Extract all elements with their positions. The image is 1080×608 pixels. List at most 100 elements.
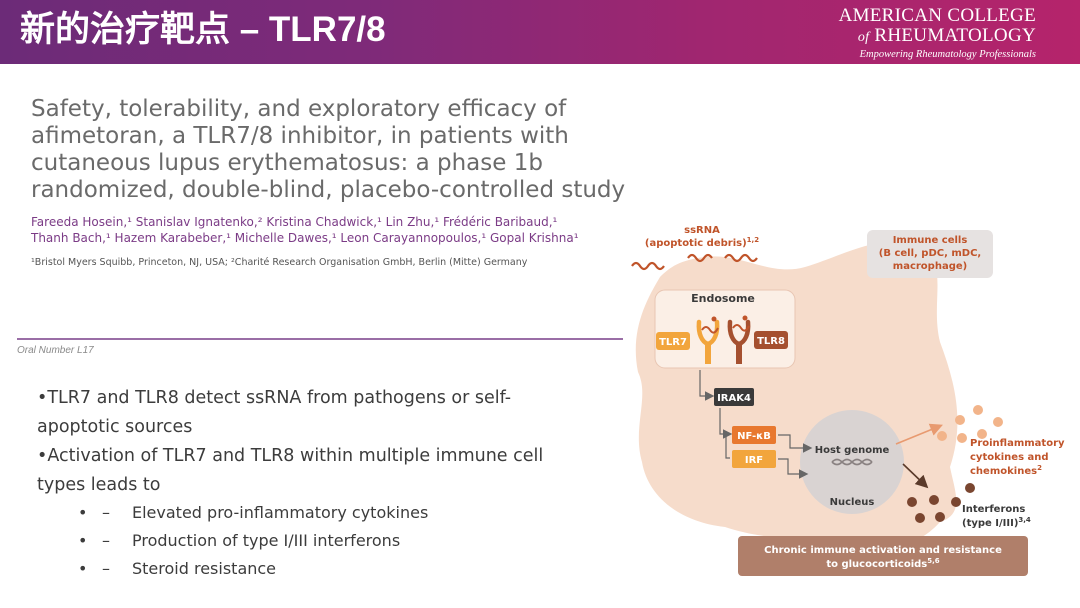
logo-of: of (857, 30, 870, 45)
sub-bullet: •– Elevated pro-inflammatory cytokines (78, 503, 428, 522)
bullet-list: •TLR7 and TLR8 detect ssRNA from pathoge… (37, 384, 597, 500)
arrow-nfkb-to-irf (725, 436, 730, 459)
proinflammatory-sup: 2 (1037, 464, 1042, 472)
tlr8-ligand-icon (732, 324, 750, 332)
tlr7-label: TLR7 (659, 337, 687, 348)
bullet-1-line-2: apoptotic sources (37, 417, 193, 437)
sub-bullet-text: Elevated pro-inflammatory cytokines (132, 503, 429, 522)
sub-bullet-dash: – (102, 531, 110, 550)
cytokine-dot (937, 431, 947, 441)
paper-authors: Fareeda Hosein,¹ Stanislav Ignatenko,² K… (31, 214, 631, 246)
ssrna-label: ssRNA (684, 225, 720, 236)
ssrna-strand-icon (687, 253, 713, 263)
bullet-1-line-1: •TLR7 and TLR8 detect ssRNA from pathoge… (37, 388, 512, 408)
immune-cells-box (867, 230, 993, 278)
tlr7-ligand-icon (701, 326, 719, 334)
tlr8-ligand-dot (742, 315, 748, 321)
paper-title-line: cutaneous lupus erythematosus: a phase 1… (31, 150, 543, 176)
tlr8-label: TLR8 (757, 336, 785, 347)
bullet-2-line-2: types leads to (37, 475, 161, 495)
sub-bullet: •– Steroid resistance (78, 559, 276, 578)
sub-bullet: •– Production of type I/III interferons (78, 531, 400, 550)
irak4-box (714, 388, 754, 406)
header-bar: 新的治疗靶点 – TLR7/8 AMERICAN COLLEGE of RHEU… (0, 0, 1080, 64)
oral-number: Oral Number L17 (17, 345, 94, 356)
interferon-dot (965, 483, 975, 493)
chronic-activation-label: Chronic immune activation and resistance (764, 545, 1002, 556)
proinflammatory-label-3: chemokines2 (970, 464, 1042, 477)
interferon-dot (907, 497, 917, 507)
proinflammatory-label-2: cytokines and (970, 452, 1049, 463)
slide-title: 新的治疗靶点 – TLR7/8 (20, 10, 386, 49)
tlr-pathway-diagram: Endosome ssRNA (apoptotic debris)1,2 Imm… (631, 225, 1065, 576)
proinflammatory-label: Proinflammatory (970, 438, 1065, 449)
chronic-activation-label-2: to glucocorticoids5,6 (826, 557, 939, 570)
endosome-label: Endosome (691, 292, 755, 305)
paper-title: Safety, tolerability, and exploratory ef… (31, 96, 631, 204)
sub-bullet-dot: • (78, 503, 88, 522)
tlr8-label-box (754, 331, 788, 349)
sub-bullet-dash: – (102, 503, 110, 522)
host-genome-label: Host genome (815, 445, 890, 456)
immune-cells-subtitle: (B cell, pDC, mDC, (879, 248, 981, 259)
ssrna-label-2: (apoptotic debris)1,2 (645, 236, 759, 249)
cytokine-dot (977, 429, 987, 439)
paper-title-line: Safety, tolerability, and exploratory ef… (31, 96, 567, 122)
ssrna-sup: 1,2 (747, 236, 760, 244)
sub-bullet-dot: • (78, 559, 88, 578)
sub-bullet-text: Production of type I/III interferons (132, 531, 401, 550)
dna-icon (831, 458, 873, 466)
interferons-label-text: (type I/III) (962, 518, 1018, 529)
authors-line: Fareeda Hosein,¹ Stanislav Ignatenko,² K… (31, 215, 558, 229)
nucleus-label: Nucleus (830, 497, 875, 508)
logo-line-1: AMERICAN COLLEGE (838, 5, 1036, 26)
ssrna-strand-icon (631, 261, 665, 271)
interferon-dot (935, 512, 945, 522)
paper-affiliations: ¹Bristol Myers Squibb, Princeton, NJ, US… (31, 257, 528, 268)
acr-logo: AMERICAN COLLEGE of RHEUMATOLOGY Empower… (839, 6, 1036, 62)
paper-title-line: randomized, double-blind, placebo-contro… (31, 177, 626, 203)
logo-rheumatology: RHEUMATOLOGY (874, 25, 1036, 46)
cytokine-dot (955, 415, 965, 425)
arrow-irf-to-nucleus (778, 458, 809, 479)
cytokine-dot (993, 417, 1003, 427)
arrow-tlr-to-irak4 (699, 370, 715, 401)
bullet-2-line-1: •Activation of TLR7 and TLR8 within mult… (37, 446, 544, 466)
interferon-dot (915, 513, 925, 523)
cytokine-dot (973, 405, 983, 415)
interferons-label-2: (type I/III)3,4 (962, 516, 1031, 529)
tlr8-stem (736, 342, 742, 364)
interferon-dot (929, 495, 939, 505)
paper-title-line: afimetoran, a TLR7/8 inhibitor, in patie… (31, 123, 569, 149)
interferon-dot (951, 497, 961, 507)
tlr7-ligand-dot (711, 316, 717, 322)
cytokine-dot (957, 433, 967, 443)
sub-bullet-dot: • (78, 531, 88, 550)
nfkb-label: NF-κB (737, 431, 771, 442)
sub-bullet-text: Steroid resistance (132, 559, 277, 578)
sub-bullet-dash: – (102, 559, 110, 578)
arrow-nfkb-to-nucleus (778, 434, 813, 453)
tlr7-label-box (656, 332, 690, 350)
ssrna-strand-icon (724, 253, 758, 263)
interferons-label: Interferons (962, 504, 1025, 515)
proinflammatory-label-text: chemokines (970, 466, 1037, 477)
interferons-sup: 3,4 (1018, 516, 1031, 524)
logo-tagline: Empowering Rheumatology Professionals (859, 49, 1036, 60)
arrow-to-interferons (902, 463, 929, 489)
immune-cells-title: Immune cells (893, 235, 968, 246)
irak4-label: IRAK4 (717, 393, 751, 404)
arrow-to-cytokines (895, 423, 943, 445)
irf-box (732, 450, 776, 468)
chronic-activation-label-text: to glucocorticoids (826, 559, 927, 570)
chronic-sup: 5,6 (927, 557, 940, 565)
irf-label: IRF (745, 455, 763, 466)
section-divider (17, 338, 623, 340)
arrow-irak4-to-nfkb (719, 408, 733, 439)
immune-cells-subtitle-2: macrophage) (893, 261, 967, 272)
ssrna-label-text: (apoptotic debris) (645, 238, 747, 249)
logo-line-2: of RHEUMATOLOGY (839, 26, 1036, 48)
authors-line: Thanh Bach,¹ Hazem Karabeber,¹ Michelle … (31, 231, 579, 245)
nfkb-box (732, 426, 776, 444)
tlr7-stem (705, 342, 711, 364)
